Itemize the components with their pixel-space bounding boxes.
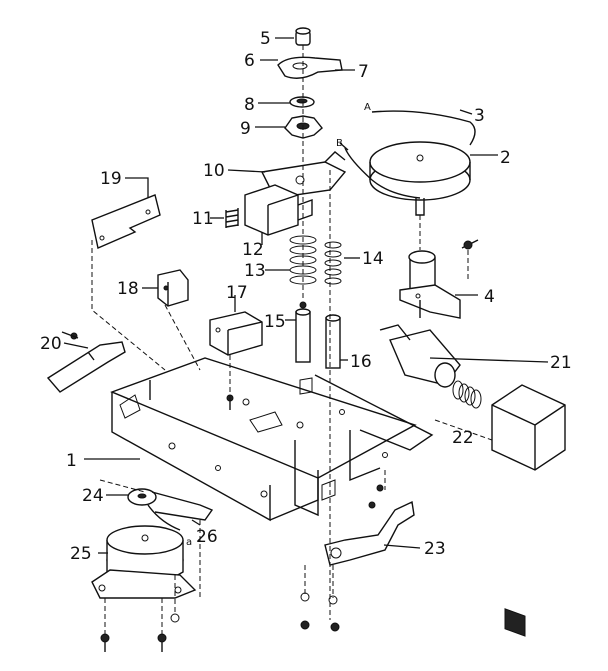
callout-20: 20 (40, 334, 62, 354)
part-11-spring (225, 208, 239, 228)
leader-lines (63, 37, 549, 554)
callout-4: 4 (484, 287, 495, 307)
part-14-spring (324, 241, 342, 285)
connection-marks: A B a (186, 102, 371, 548)
part-16-shaft (325, 314, 341, 369)
part-19-plate (91, 194, 161, 249)
callout-9: 9 (240, 119, 251, 139)
callout-14: 14 (362, 249, 384, 269)
part-8-washer (289, 96, 315, 108)
callout-2: 2 (500, 148, 511, 168)
part-6-7-bracket (277, 56, 343, 79)
callout-21: 21 (550, 353, 572, 373)
part-13-spring (289, 235, 317, 285)
callout-8: 8 (244, 95, 255, 115)
callout-3: 3 (474, 106, 485, 126)
part-25-motor (91, 525, 197, 599)
part-4-pinch-roller (399, 239, 479, 319)
part-1-chassis (110, 357, 434, 522)
part-17-bracket (209, 311, 263, 356)
part-2-flywheel (369, 141, 471, 216)
callout-23: 23 (424, 539, 446, 559)
callout-26: 26 (196, 527, 218, 547)
callout-7: 7 (358, 62, 369, 82)
part-5-cap (295, 27, 311, 46)
alignment-lines (91, 45, 493, 635)
part-21-arm (379, 324, 461, 388)
callout-24: 24 (82, 486, 104, 506)
callout-labels: 1 2 3 4 5 6 7 8 9 10 11 12 13 14 15 16 1… (40, 29, 572, 564)
callout-1: 1 (66, 451, 77, 471)
part-24-pulley (127, 488, 157, 506)
callout-19: 19 (100, 169, 122, 189)
part-15-pin (295, 301, 311, 363)
callout-25: 25 (70, 544, 92, 564)
mark-a: A (364, 102, 371, 113)
callout-6: 6 (244, 51, 255, 71)
callout-16: 16 (350, 352, 372, 372)
part-18-switch (157, 269, 189, 307)
callout-22: 22 (452, 428, 474, 448)
part-23-arm (324, 500, 415, 566)
mark-a-motor: a (186, 537, 192, 548)
callout-5: 5 (260, 29, 271, 49)
part-12-solenoid (244, 184, 313, 236)
mark-b: B (336, 138, 343, 149)
part-22-coil (491, 384, 566, 637)
callout-18: 18 (117, 279, 139, 299)
callout-11: 11 (192, 209, 214, 229)
callout-13: 13 (244, 261, 266, 281)
part-3-belt (339, 110, 476, 199)
part-26-belt (147, 491, 214, 531)
callout-12: 12 (242, 240, 264, 260)
part-22-spring (452, 380, 482, 409)
part-20-lever (46, 331, 126, 393)
callout-15: 15 (264, 312, 286, 332)
callout-17: 17 (226, 283, 248, 303)
callout-10: 10 (203, 161, 225, 181)
